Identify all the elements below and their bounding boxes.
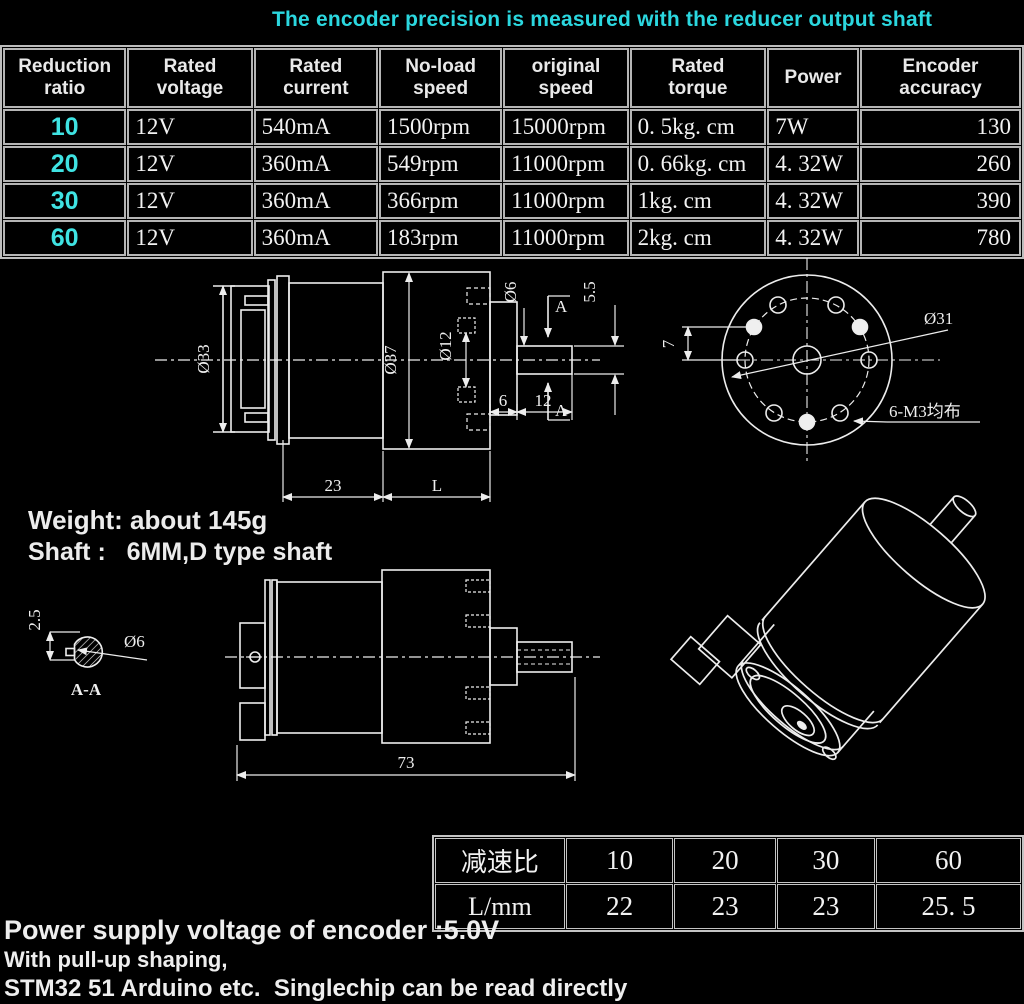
dim-label-d33: Ø33 (194, 344, 213, 373)
spec-cell: 15000rpm (503, 109, 629, 145)
spec-header-cell: Rated voltage (127, 48, 253, 108)
spec-header-cell: original speed (503, 48, 629, 108)
dim-label-d6-section: Ø6 (124, 632, 145, 651)
spec-cell: 1kg. cm (629, 183, 767, 219)
length-table: 减速比 10 20 30 60 L/mm 22 23 23 25. 5 (432, 835, 1024, 932)
spec-cell: 360mA (253, 146, 378, 182)
dim-label-d6: Ø6 (501, 282, 520, 303)
spec-cell: 0. 5kg. cm (629, 109, 767, 145)
spec-cell-ratio: 30 (3, 183, 127, 219)
spec-cell: 2kg. cm (629, 220, 767, 256)
length-value-cell: 25. 5 (875, 884, 1021, 929)
section-name-label: A-A (71, 680, 102, 699)
spec-cell-accuracy: 130 (859, 109, 1021, 145)
spec-header-cell: Rated current (253, 48, 378, 108)
length-table-row: L/mm 22 23 23 25. 5 (435, 884, 1021, 929)
dim-label-gear-len: L (432, 476, 442, 495)
drawing-isometric-view (669, 495, 986, 761)
section-mark-a-bottom: A (555, 401, 568, 420)
page-title: The encoder precision is measured with t… (272, 8, 933, 31)
length-value-cell: 23 (674, 884, 776, 929)
spec-cell-accuracy: 260 (859, 146, 1021, 182)
spec-cell: 549rpm (378, 146, 503, 182)
dim-label-hole-pitch: 7 (659, 339, 678, 348)
spec-cell: 360mA (253, 220, 378, 256)
spec-row: 10 12V 540mA 1500rpm 15000rpm 0. 5kg. cm… (3, 109, 1021, 145)
dim-label-total-len: 73 (398, 753, 415, 772)
dim-label-d31: Ø31 (924, 309, 953, 328)
spec-cell: 12V (127, 109, 253, 145)
spec-cell: 360mA (253, 183, 378, 219)
spec-cell: 12V (127, 220, 253, 256)
length-ratio-cell: 60 (875, 838, 1021, 883)
spec-cell-accuracy: 390 (859, 183, 1021, 219)
spec-table: Reduction ratio Rated voltage Rated curr… (0, 45, 1024, 259)
spec-cell: 11000rpm (503, 146, 629, 182)
section-mark-a-top: A (555, 297, 568, 316)
spec-cell: 540mA (253, 109, 378, 145)
length-value-cell: 23 (776, 884, 875, 929)
spec-header-cell: Rated torque (629, 48, 767, 108)
footer-pullup: With pull-up shaping, (4, 947, 228, 972)
spec-row: 60 12V 360mA 183rpm 11000rpm 2kg. cm 4. … (3, 220, 1021, 256)
length-ratio-cell: 20 (674, 838, 776, 883)
spec-cell: 1500rpm (378, 109, 503, 145)
spec-row: 30 12V 360mA 366rpm 11000rpm 1kg. cm 4. … (3, 183, 1021, 219)
dim-label-shaft-len: 12 (535, 391, 552, 410)
length-value-cell: 22 (565, 884, 674, 929)
spec-header-cell: No-load speed (378, 48, 503, 108)
dim-label-offset: 5.5 (580, 281, 599, 302)
drawing-section-aa: 2.5 Ø6 A-A (25, 609, 148, 699)
footer-supply-voltage: Power supply voltage of encoder :5.0V (4, 915, 500, 945)
drawing-side-view: Ø33 Ø37 Ø12 Ø6 A A 5.5 6 12 23 L (155, 271, 624, 502)
length-ratio-cell: 10 (565, 838, 674, 883)
spec-row: 20 12V 360mA 549rpm 11000rpm 0. 66kg. cm… (3, 146, 1021, 182)
dim-label-d12: Ø12 (436, 331, 455, 360)
length-header-label: 减速比 (435, 838, 565, 883)
weight-note: Weight: about 145g (28, 505, 268, 535)
spec-cell: 183rpm (378, 220, 503, 256)
spec-header-cell: Reduction ratio (3, 48, 127, 108)
spec-cell: 12V (127, 146, 253, 182)
spec-cell-ratio: 10 (3, 109, 127, 145)
dim-label-d37: Ø37 (381, 345, 400, 375)
spec-cell-accuracy: 780 (859, 220, 1021, 256)
spec-cell-ratio: 60 (3, 220, 127, 256)
drawing-face-view: 7 Ø31 6-M3均布 (659, 258, 980, 462)
spec-cell: 12V (127, 183, 253, 219)
dim-label-motor-len: 23 (325, 476, 342, 495)
spec-header-cell: Power (767, 48, 859, 108)
spec-cell: 11000rpm (503, 183, 629, 219)
dim-label-holes: 6-M3均布 (889, 402, 961, 421)
dim-label-step: 6 (499, 391, 508, 410)
shaft-note: Shaft : 6MM,D type shaft (28, 538, 333, 566)
spec-cell: 11000rpm (503, 220, 629, 256)
spec-header-row: Reduction ratio Rated voltage Rated curr… (3, 48, 1021, 108)
spec-cell: 0. 66kg. cm (629, 146, 767, 182)
footer-mcu: STM32 51 Arduino etc. Singlechip can be … (4, 975, 628, 1002)
drawing-full-side-view: 73 (225, 569, 600, 781)
length-ratio-cell: 30 (776, 838, 875, 883)
length-table-row: 减速比 10 20 30 60 (435, 838, 1021, 883)
spec-header-cell: Encoder accuracy (859, 48, 1021, 108)
spec-cell: 4. 32W (767, 146, 859, 182)
length-row-label: L/mm (435, 884, 565, 929)
spec-cell: 4. 32W (767, 183, 859, 219)
spec-cell-ratio: 20 (3, 146, 127, 182)
spec-cell: 7W (767, 109, 859, 145)
spec-cell: 4. 32W (767, 220, 859, 256)
dim-label-flat: 2.5 (25, 609, 44, 630)
spec-cell: 366rpm (378, 183, 503, 219)
